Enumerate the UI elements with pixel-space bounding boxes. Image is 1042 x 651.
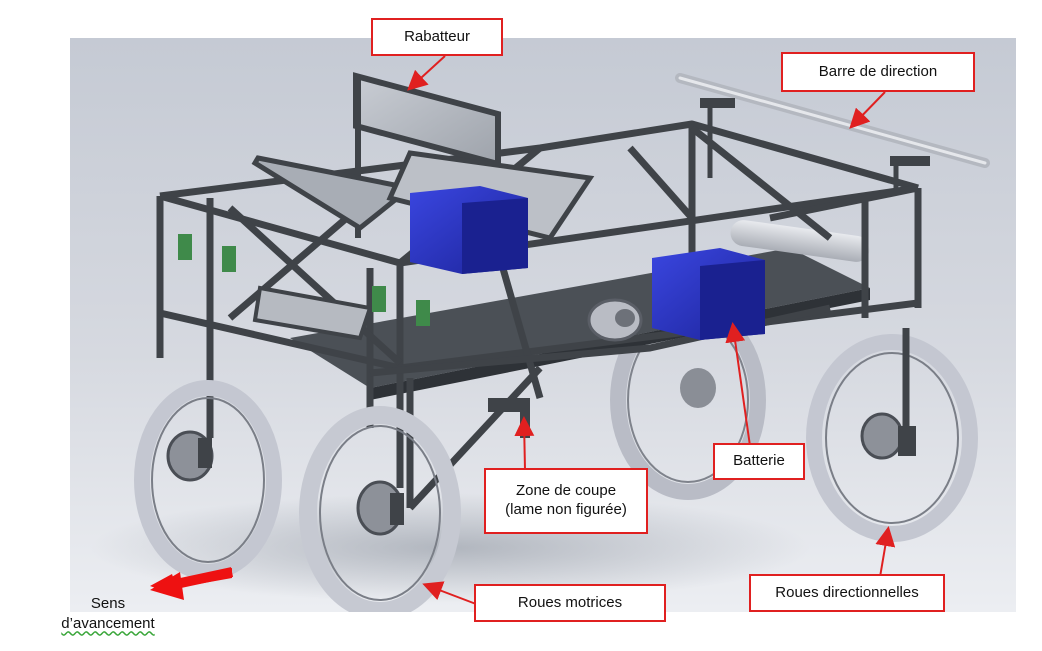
chassis-frame [156, 120, 922, 511]
label-roues-motrices: Roues motrices [517, 593, 623, 611]
callout-zone-coupe: Zone de coupe (lame non figurée) [484, 468, 648, 534]
label-sens-avancement: Sens d’avancement [58, 594, 158, 633]
callout-roues-motrices: Roues motrices [474, 584, 666, 622]
callout-batterie: Batterie [713, 443, 805, 480]
drive-motor [587, 298, 643, 342]
label-batterie: Batterie [733, 452, 785, 470]
callout-rabatteur: Rabatteur [371, 18, 503, 56]
label-zone-coupe-1: Zone de coupe [515, 482, 617, 500]
label-barre-direction: Barre de direction [818, 62, 938, 80]
label-sens-1: Sens [90, 595, 126, 612]
machine-render [70, 38, 1016, 612]
wheel-front-left [299, 406, 461, 612]
label-roues-directionnelles: Roues directionnelles [775, 583, 919, 601]
label-rabatteur: Rabatteur [404, 27, 470, 45]
label-sens-2: d’avancement [61, 614, 155, 632]
cutting-zone-block [488, 398, 528, 412]
callout-barre-direction: Barre de direction [781, 52, 975, 92]
steering-bar [675, 73, 990, 188]
battery-front [652, 248, 765, 340]
callout-roues-directionnelles: Roues directionnelles [749, 574, 945, 612]
roller [730, 220, 870, 262]
battery-rear [410, 186, 528, 274]
label-zone-coupe-2: (lame non figurée) [505, 501, 627, 518]
bearings [178, 234, 430, 326]
